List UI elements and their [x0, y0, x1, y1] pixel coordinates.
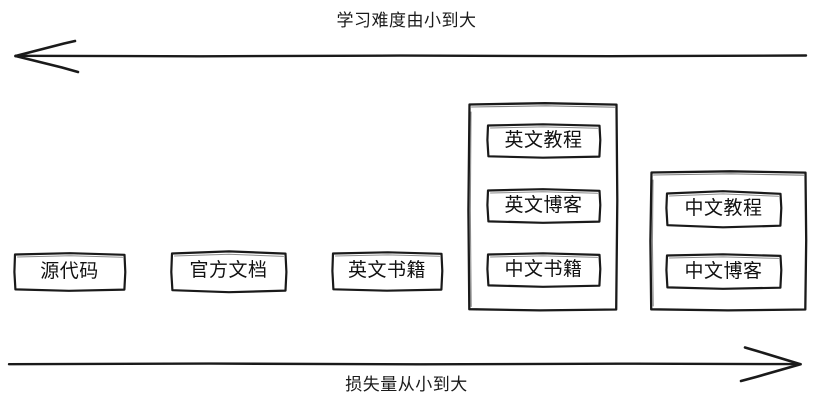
box-label-english-books[interactable]: 英文书籍	[347, 260, 426, 281]
box-outline-source-code	[13, 252, 127, 292]
group-container-english	[467, 102, 619, 312]
box-outline-english-blogs	[486, 188, 602, 224]
top-axis-label-text: 学习难度由小到大	[336, 11, 477, 30]
box-outline-chinese-books	[486, 252, 602, 288]
box-outline-chinese-blogs	[665, 253, 783, 290]
box-label-english-blogs[interactable]: 英文博客	[504, 195, 583, 216]
top-axis-label: 学习难度由小到大	[0, 11, 813, 31]
box-outline-official-docs	[170, 250, 288, 294]
top-axis-arrow	[14, 39, 808, 74]
box-label-source-code[interactable]: 源代码	[40, 261, 99, 282]
bottom-axis-label-text: 损失量从小到大	[345, 375, 468, 394]
box-label-chinese-books[interactable]: 中文书籍	[504, 259, 583, 280]
box-outline-english-books	[331, 251, 444, 292]
group-container-chinese	[649, 170, 808, 312]
box-label-chinese-tutorials[interactable]: 中文教程	[684, 198, 763, 219]
box-label-official-docs[interactable]: 官方文档	[189, 260, 268, 281]
bottom-axis-arrow	[7, 346, 802, 383]
box-outline-chinese-tutorials	[665, 190, 783, 229]
box-label-chinese-blogs[interactable]: 中文博客	[684, 261, 763, 282]
bottom-axis-label: 损失量从小到大	[0, 375, 813, 395]
box-label-english-tutorials[interactable]: 英文教程	[504, 130, 583, 151]
group-english-tutorials-blogs-chinese-books[interactable]	[468, 103, 617, 310]
box-outline-english-tutorials	[486, 123, 602, 159]
group-chinese-tutorials-blogs[interactable]	[650, 171, 806, 310]
